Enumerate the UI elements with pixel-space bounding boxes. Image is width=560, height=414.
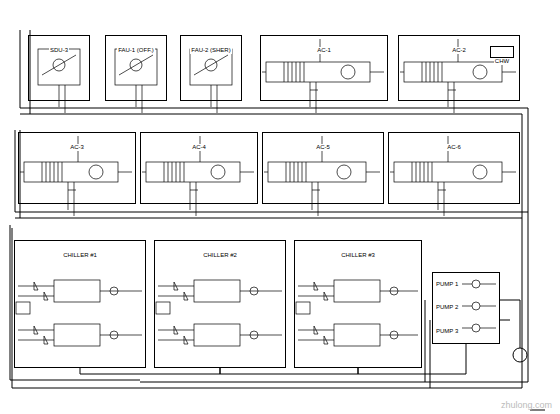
ahu-box: AC-1: [260, 35, 388, 101]
unit-tag: CHILLER #2: [202, 252, 238, 259]
unit-box: FAU-2 (SHER): [180, 35, 242, 101]
unit-tag: PUMP 2: [435, 304, 459, 311]
unit-tag: PUMP 1: [435, 281, 459, 288]
ahu-box: AC-6: [388, 132, 520, 204]
unit-box: SDU-3: [28, 35, 90, 101]
ahu-box: AC-3: [18, 132, 136, 204]
chiller-box: CHILLER #1: [14, 240, 146, 368]
pipe-connector: [80, 368, 220, 374]
unit-tag: SDU-3: [49, 47, 69, 54]
pipe-connector: [358, 344, 466, 374]
unit-tag: AC-6: [446, 144, 462, 151]
ahu-box: AC-2: [398, 35, 520, 101]
unit-tag: FAU-1 (OFF.): [117, 47, 155, 54]
ahu-box: AC-4: [140, 132, 258, 204]
unit-tag: AC-4: [191, 144, 207, 151]
pump-box: PUMP 1 PUMP 2 PUMP 3: [432, 272, 500, 344]
unit-tag: AC-1: [316, 47, 332, 54]
unit-tag: CHILLER #1: [62, 252, 98, 259]
chiller-box: CHILLER #2: [154, 240, 286, 368]
unit-tag: AC-2: [451, 47, 467, 54]
unit-tag: AC-5: [315, 144, 331, 151]
small-box: CHW: [490, 46, 514, 58]
pipe-connector: [220, 368, 358, 374]
chiller-box: CHILLER #3: [294, 240, 422, 368]
ahu-box: AC-5: [262, 132, 384, 204]
unit-box: FAU-1 (OFF.): [105, 35, 167, 101]
watermark: zhulong.com: [501, 400, 552, 410]
unit-tag: CHW: [494, 58, 510, 65]
unit-tag: CHILLER #3: [340, 252, 376, 259]
unit-tag: AC-3: [69, 144, 85, 151]
unit-tag: PUMP 3: [435, 328, 459, 335]
unit-tag: FAU-2 (SHER): [190, 47, 231, 54]
